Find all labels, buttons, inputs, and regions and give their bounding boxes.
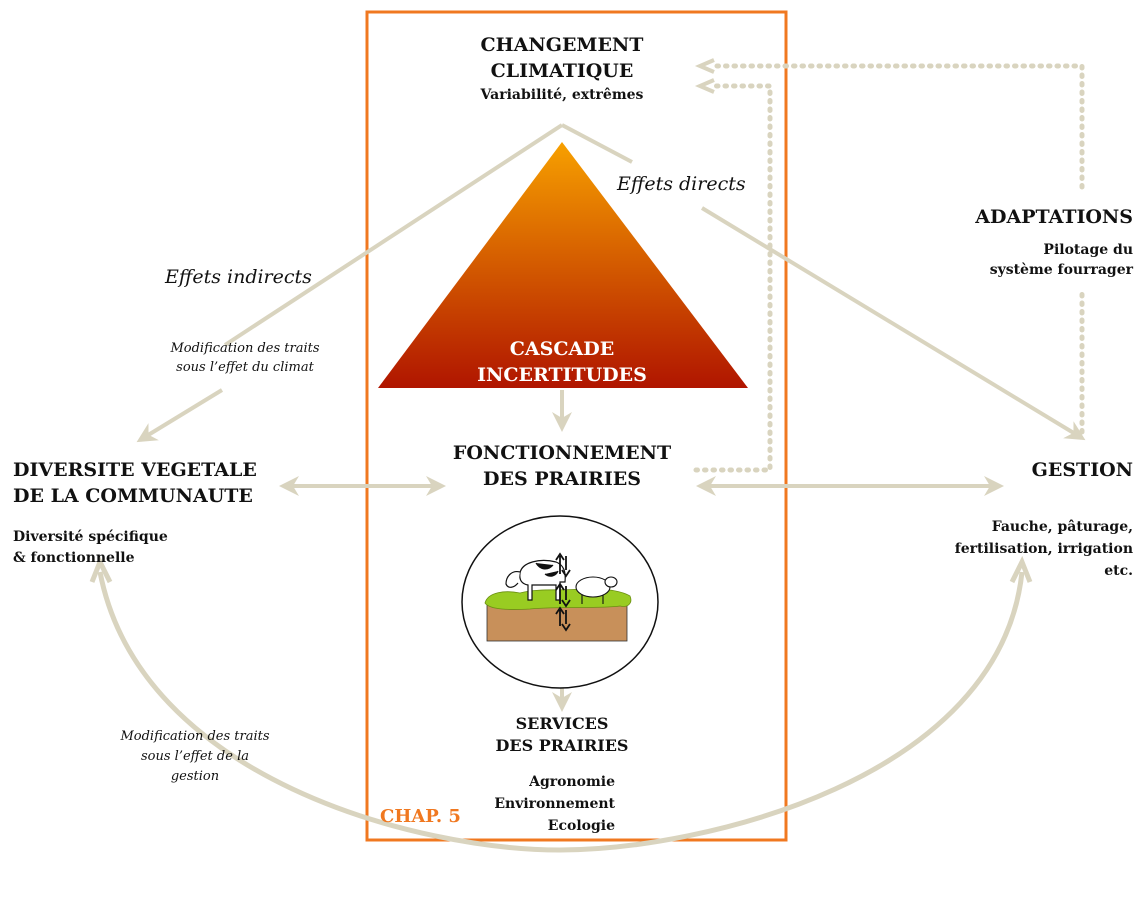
sheep-drawing bbox=[575, 576, 618, 604]
management-sub-line1: Fauche, pâturage, bbox=[991, 519, 1133, 535]
diversity-title-line1: DIVERSITE VEGETALE bbox=[13, 459, 257, 481]
cascade-line2: INCERTITUDES bbox=[477, 364, 647, 386]
diversity-sub-line1: Diversité spécifique bbox=[13, 529, 168, 545]
arc-left-arrowhead bbox=[89, 555, 113, 584]
chapter-label: CHAP. 5 bbox=[380, 806, 461, 827]
direct-effects-label: Effets directs bbox=[617, 173, 746, 195]
indirect-effects-line bbox=[223, 123, 564, 347]
prairie-illustration bbox=[461, 515, 659, 689]
climate-title-line2: CLIMATIQUE bbox=[490, 60, 634, 82]
adaptations-title: ADAPTATIONS bbox=[975, 206, 1133, 228]
management-trait-change-line2: sous l’effet de la bbox=[141, 749, 249, 764]
function-title-line1: FONCTIONNEMENT bbox=[452, 442, 672, 464]
climate-subtitle: Variabilité, extrêmes bbox=[480, 87, 644, 103]
adaptations-sub-line1: Pilotage du bbox=[1043, 242, 1133, 258]
management-trait-change-line3: gestion bbox=[170, 769, 220, 784]
services-title-line2: DES PRAIRIES bbox=[495, 736, 629, 755]
services-item-agronomie: Agronomie bbox=[529, 774, 615, 790]
direct-effects-line-a bbox=[561, 123, 633, 164]
climate-trait-change-line2: sous l’effet du climat bbox=[176, 360, 314, 375]
management-trait-change-line1: Modification des traits bbox=[120, 729, 270, 744]
management-sub-line3: etc. bbox=[1104, 563, 1133, 579]
climate-trait-change-line1: Modification des traits bbox=[170, 341, 320, 356]
indirect-effects-label: Effets indirects bbox=[165, 266, 312, 288]
diversity-title-line2: DE LA COMMUNAUTE bbox=[13, 485, 253, 507]
services-item-ecologie: Ecologie bbox=[547, 818, 615, 834]
adaptation-arrowhead bbox=[694, 58, 715, 74]
indirect-effects-arrow bbox=[136, 388, 224, 443]
direct-effects-line-b bbox=[700, 206, 1086, 441]
chapter-frame bbox=[365, 10, 788, 842]
management-title: GESTION bbox=[1031, 459, 1133, 481]
function-title-line2: DES PRAIRIES bbox=[483, 468, 641, 490]
adaptations-sub-line2: système fourrager bbox=[989, 262, 1133, 278]
management-diversity-arc bbox=[97, 571, 1025, 853]
cascade-triangle bbox=[378, 142, 748, 388]
exchange-arrows bbox=[555, 552, 571, 632]
services-item-environnement: Environnement bbox=[494, 796, 615, 812]
diversity-sub-line2: & fonctionnelle bbox=[13, 550, 135, 566]
climate-title-line1: CHANGEMENT bbox=[480, 34, 644, 56]
function-climate-feedback-path bbox=[693, 83, 773, 473]
cow-drawing bbox=[505, 559, 566, 601]
management-sub-line2: fertilisation, irrigation bbox=[954, 541, 1133, 557]
function-climate-arrowhead bbox=[694, 78, 715, 94]
adaptation-feedback-path bbox=[709, 63, 1085, 435]
cascade-line1: CASCADE bbox=[509, 338, 615, 360]
arc-right-arrowhead bbox=[1009, 555, 1033, 584]
services-title-line1: SERVICES bbox=[515, 714, 609, 733]
